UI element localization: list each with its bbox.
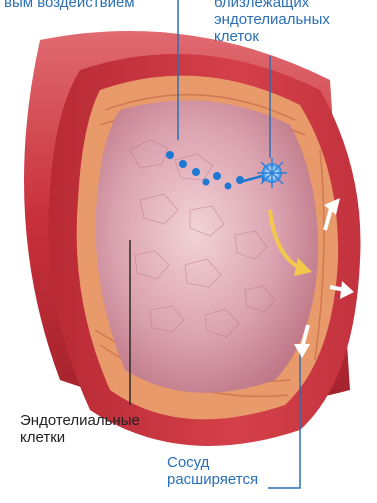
label-top-right-line2: эндотелиальных	[214, 11, 364, 28]
label-top-right: близлежащих эндотелиальных клеток	[214, 0, 364, 45]
label-vessel-dilates: Сосуд расширяется	[167, 454, 277, 488]
vessel-lumen	[96, 100, 319, 392]
label-endothelial-line1: Эндотелиальные	[20, 412, 170, 429]
label-top-right-line1: близлежащих	[214, 0, 364, 11]
label-top-left-text: вым воздействием	[4, 0, 135, 11]
label-vessel-line2: расширяется	[167, 471, 277, 488]
label-vessel-line1: Сосуд	[167, 454, 277, 471]
label-endothelial-line2: клетки	[20, 429, 170, 446]
activated-cell-burst	[257, 158, 287, 188]
label-top-right-line3: клеток	[214, 28, 364, 45]
label-top-left: вым воздействием	[4, 0, 135, 11]
label-endothelial-cells: Эндотелиальные клетки	[20, 412, 170, 446]
